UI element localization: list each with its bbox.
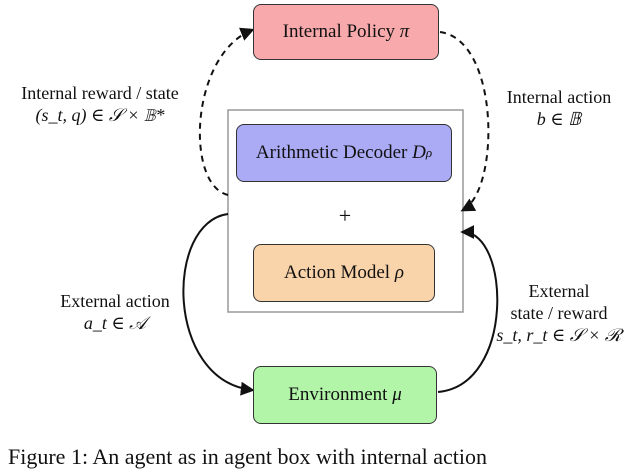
internal-reward-line2: (s_t, q) ∈ 𝒮 × 𝔹* [35,105,165,125]
internal-action-line1: Internal action [506,87,612,107]
action-model-label: Action Model [284,262,391,283]
arithmetic-decoder-label: Arithmetic Decoder [255,142,408,163]
internal-policy-label: Internal Policy [282,21,396,42]
internal-reward-label: Internal reward / state (s_t, q) ∈ 𝒮 × 𝔹… [0,82,200,126]
external-state-line2: state / reward [510,303,608,323]
external-state-line1: External [528,281,590,301]
external-action-line2: a_t ∈ 𝒜 [83,313,147,333]
environment-box: Environment μ [253,366,437,424]
decoder-subscript: ρ [425,145,433,160]
internal-reward-line1: Internal reward / state [21,83,179,103]
plus-sign: + [338,203,352,228]
internal-action-label: Internal action b ∈ 𝔹 [488,86,630,130]
external-action-arrow [182,213,255,396]
external-state-label: External state / reward s_t, r_t ∈ 𝒮 × ℛ [488,280,630,346]
external-state-arrow [437,225,499,393]
external-state-line3: s_t, r_t ∈ 𝒮 × ℛ [496,325,622,345]
action-model-box: Action Model ρ [253,244,435,302]
external-action-line1: External action [60,291,170,311]
policy-symbol: π [399,21,410,42]
figure-caption: Figure 1: An agent as in agent box with … [8,444,488,469]
internal-reward-arrow [198,27,255,196]
internal-action-line2: b ∈ 𝔹 [536,109,582,129]
environment-label: Environment [288,384,388,405]
environment-symbol: μ [392,384,402,405]
model-symbol: ρ [394,262,404,283]
internal-action-arrow [439,31,490,212]
external-action-label: External action a_t ∈ 𝒜 [40,290,190,334]
internal-policy-box: Internal Policy π [253,4,439,60]
decoder-symbol: D [412,142,426,163]
